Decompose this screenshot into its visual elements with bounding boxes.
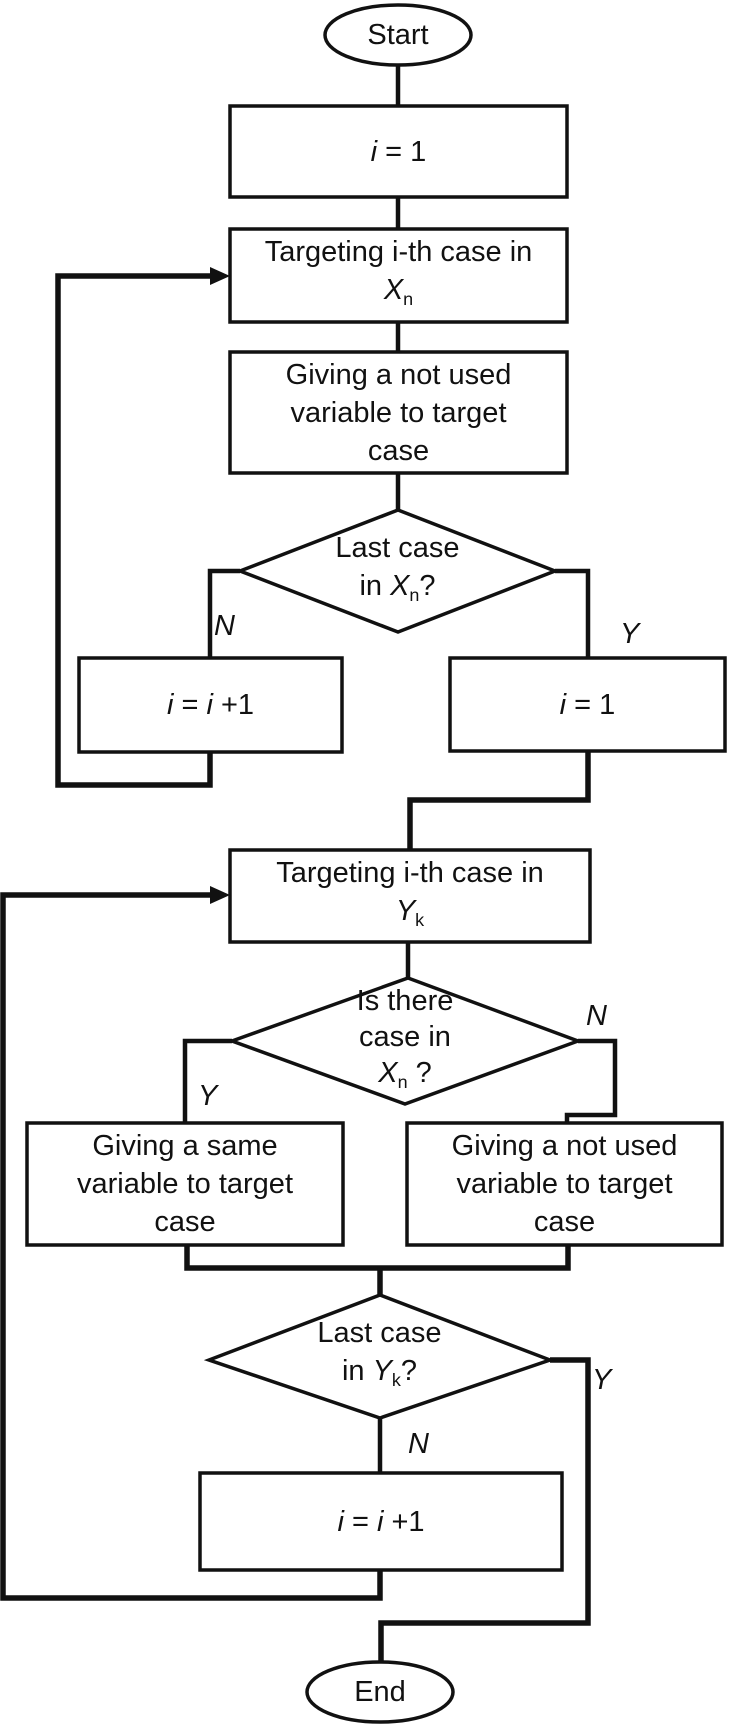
increment-i-2-label: i = i +1 <box>337 1505 425 1538</box>
start-label: Start <box>367 19 429 51</box>
connector-reset-to-target-yk <box>407 751 591 850</box>
branch-label-d3-yes: Y <box>592 1364 612 1396</box>
arrowhead-into-target-yk <box>210 886 230 904</box>
connector-d3-yes-to-end <box>378 1357 591 1662</box>
connector-d1-yes-branch <box>555 568 591 658</box>
decision-last-case-yk <box>203 1293 556 1420</box>
give-same-var-label: Giving a same variable to target case <box>76 1130 293 1238</box>
increment-i-1-label: i = i +1 <box>166 689 255 721</box>
process-give-not-used-var-2 <box>405 1121 724 1247</box>
connector-loop-back-yk <box>0 892 383 1601</box>
terminator-end <box>305 1660 455 1724</box>
reset-i-label: i = 1 <box>559 688 616 721</box>
end-label: End <box>354 1676 406 1708</box>
branch-label-d1-yes: Y <box>620 618 640 650</box>
target-case-yk-label: Targeting i-th case in Yk <box>276 856 544 930</box>
arrowhead-into-target-xn <box>210 267 230 285</box>
process-target-case-yk <box>228 848 592 944</box>
process-increment-i-2 <box>198 1471 564 1572</box>
branch-label-d3-no: N <box>408 1428 429 1460</box>
process-init-i <box>228 104 569 199</box>
process-reset-i <box>448 656 727 753</box>
decision-last-case-xn-label: Last case in Xn? <box>335 531 460 605</box>
branch-label-d2-yes: Y <box>198 1080 218 1112</box>
process-give-not-used-var-1 <box>228 350 569 475</box>
connector-merge-bar <box>184 1245 571 1271</box>
decision-case-in-xn-label: Is there case in Xn ? <box>356 984 454 1092</box>
process-give-same-var <box>25 1121 345 1247</box>
terminator-start <box>323 3 473 67</box>
branch-label-d1-no: N <box>214 610 235 642</box>
connector-loop-back-xn <box>55 273 216 788</box>
init-i-label: i = 1 <box>370 135 427 168</box>
decision-case-in-xn <box>226 976 584 1106</box>
give-not-used-var-1-label: Giving a not used variable to target cas… <box>285 358 512 467</box>
target-case-xn-label: Targeting i-th case in Xn <box>264 236 533 309</box>
connector-d2-no-branch <box>564 1038 618 1123</box>
decision-last-case-xn <box>235 508 560 634</box>
branch-label-d2-no: N <box>586 1000 607 1032</box>
connector-d1-no-branch <box>207 568 240 658</box>
give-not-used-var-2-label: Giving a not used variable to target cas… <box>451 1130 678 1238</box>
decision-last-case-yk-label: Last case in Yk? <box>317 1317 442 1390</box>
process-increment-i-1 <box>77 656 344 754</box>
connector-d2-yes-branch <box>182 1038 232 1123</box>
process-target-case-xn <box>228 227 569 324</box>
